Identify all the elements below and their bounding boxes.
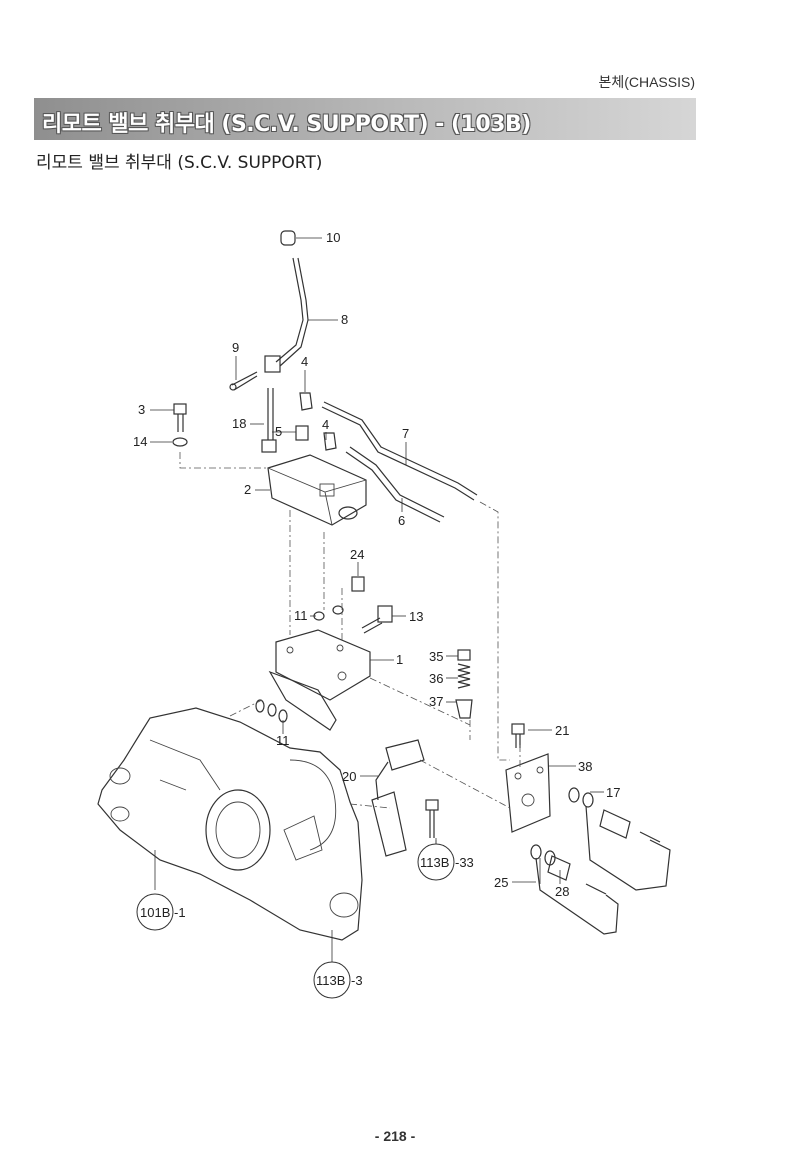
- callout-8: 8: [341, 312, 348, 327]
- callout-28: 28: [555, 884, 569, 899]
- callout-35: 35: [429, 649, 443, 664]
- callout-38: 38: [578, 759, 592, 774]
- callout-1: 1: [396, 652, 403, 667]
- part-washer-14: [172, 437, 188, 447]
- callout-17: 17: [606, 785, 620, 800]
- part-bushing-9-block: [264, 355, 281, 373]
- callout-9: 9: [232, 340, 239, 355]
- part-bracket-20: [371, 739, 425, 857]
- callout-7: 7: [402, 426, 409, 441]
- part-fitting-5: [295, 425, 309, 441]
- callout-4-lower: 4: [322, 417, 329, 432]
- section-label: 본체(CHASSIS): [598, 74, 695, 90]
- callout-36: 36: [429, 671, 443, 686]
- part-sleeve-37: [455, 699, 473, 719]
- callout-3: 3: [138, 402, 145, 417]
- part-cotter-pin-9: [229, 371, 258, 391]
- part-oring-11-upper: [313, 605, 344, 621]
- part-fitting-4-upper: [299, 392, 313, 411]
- part-bolt-113B-33: [425, 799, 439, 838]
- callout-2: 2: [244, 482, 251, 497]
- part-bolt-13: [361, 605, 393, 634]
- part-bolt-21: [511, 723, 525, 748]
- svg-text:101B: 101B: [140, 905, 170, 920]
- svg-text:113B: 113B: [420, 855, 449, 870]
- page-number: - 218 -: [374, 1128, 416, 1144]
- callout-25: 25: [494, 875, 508, 890]
- part-fitting-4-lower: [323, 432, 337, 451]
- callout-10: 10: [326, 230, 340, 245]
- part-pipe-6: [345, 446, 445, 523]
- part-knob-10: [280, 230, 296, 246]
- callout-11-lower: 11: [276, 733, 290, 748]
- part-bolt-3: [173, 403, 187, 432]
- callout-20: 20: [342, 769, 356, 784]
- part-pipe-7: [321, 401, 478, 501]
- part-plate-38: [505, 753, 551, 833]
- part-bracket-1: [268, 629, 371, 731]
- part-cap-35: [457, 649, 471, 661]
- callout-6: 6: [398, 513, 405, 528]
- callout-13: 13: [409, 609, 423, 624]
- reference-101B-1[interactable]: 101B -1: [136, 893, 186, 931]
- callout-5: 5: [275, 424, 282, 439]
- assembly-centerlines: [179, 452, 521, 852]
- callout-11-upper: 11: [294, 608, 308, 623]
- part-valve-block-2: [267, 454, 367, 526]
- svg-text:113B: 113B: [316, 973, 345, 988]
- callout-4-upper: 4: [301, 354, 308, 369]
- part-spring-36: [457, 663, 471, 689]
- title-bar: 리모트 밸브 취부대 (S.C.V. SUPPORT) - (103B): [34, 98, 696, 140]
- callout-24: 24: [350, 547, 364, 562]
- callout-18: 18: [232, 416, 246, 431]
- part-rod-18: [261, 388, 277, 453]
- part-coupler-28: [530, 844, 619, 935]
- callout-14: 14: [133, 434, 147, 449]
- callout-21: 21: [555, 723, 569, 738]
- svg-text:-1: -1: [174, 905, 186, 920]
- part-oring-11-lower: [255, 699, 288, 723]
- part-lever-rod-8: [275, 257, 309, 367]
- callout-37: 37: [429, 694, 443, 709]
- reference-113B-33[interactable]: 113B -33: [417, 843, 474, 881]
- part-plug-24: [351, 576, 365, 592]
- svg-text:-3: -3: [351, 973, 363, 988]
- reference-113B-3[interactable]: 113B -3: [313, 961, 363, 999]
- part-transmission-case: [97, 707, 363, 941]
- part-coupler-17: [568, 787, 671, 891]
- page-title: 리모트 밸브 취부대 (S.C.V. SUPPORT) - (103B): [42, 112, 531, 137]
- svg-text:-33: -33: [455, 855, 474, 870]
- leader-lines: [150, 237, 604, 962]
- diagram-subtitle: 리모트 밸브 취부대 (S.C.V. SUPPORT): [36, 153, 323, 173]
